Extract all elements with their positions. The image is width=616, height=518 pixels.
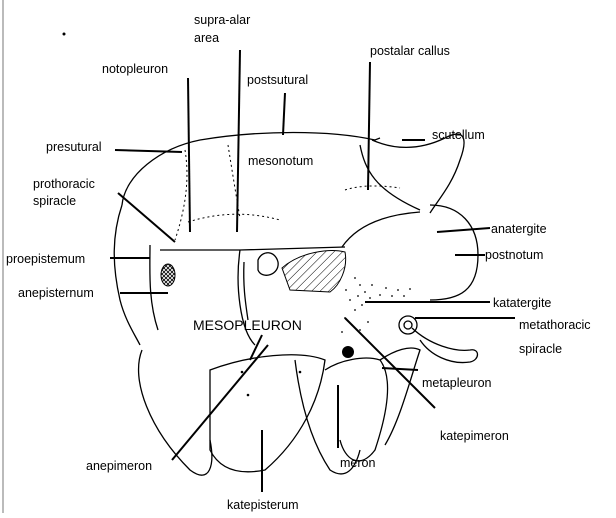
label-postalar-callus: postalar callus [370,44,450,58]
metapleuron-plate [380,348,420,445]
speck-dot [63,33,66,36]
proepisternum-line [150,245,158,330]
katepimeron-dot [342,346,354,358]
halter [412,328,478,363]
label-katepimeron: katepimeron [440,429,509,443]
meron-plate [325,358,388,461]
label-anatergite: anatergite [491,222,547,236]
label-prothoracic-1: prothoracic [33,177,95,191]
thorax-outline [114,133,478,476]
label-prothoracic-2: spiracle [33,194,76,208]
label-presutural: presutural [46,140,102,154]
leader-anepimeron [172,345,268,460]
label-katatergite: katatergite [493,296,551,310]
leader-katepimeron [345,318,435,408]
label-metapleuron: metapleuron [422,376,492,390]
notopleural-dotted [188,214,280,222]
leader-prothoracic [118,193,175,242]
leader-postsutural [283,93,285,135]
anterior-outline [114,205,140,345]
presutural-dotted [175,150,187,240]
label-metathoracic-2: spiracle [519,342,562,356]
stippling [241,277,411,396]
leader-anatergite [437,228,490,232]
label-anepimeron: anepimeron [86,459,152,473]
anepimeron-plate [210,355,325,472]
wing-base-edge [244,262,248,320]
label-anepisternum: anepisternum [18,286,94,300]
mesonotum-outline [122,133,380,206]
leader-metapleuron [382,368,418,370]
anatergite-line [342,212,420,247]
leader-presutural [115,150,182,152]
metathoracic-spiracle-inner [404,321,412,329]
label-postnotum: postnotum [485,248,543,262]
scutellum-outline [372,134,464,213]
label-supra-alar-2: area [194,31,219,45]
leader-notopleuron [188,78,190,232]
wing-base [258,253,278,276]
leader-mesopleuron [250,335,262,360]
label-mesopleuron: MESOPLEURON [193,317,302,333]
metathoracic-spiracle-ring [399,316,417,334]
label-katepisterum: katepisterum [227,498,299,512]
label-postsutural: postsutural [247,73,308,87]
label-meron: meron [340,456,375,470]
postnotum-outline [430,205,478,300]
label-scutellum: scutellum [432,128,485,142]
label-metathoracic-1: metathoracic [519,318,591,332]
scutellum-dotted [345,186,400,190]
label-proepisternum: proepistemum [6,252,85,266]
anepisternum-spot [161,264,175,286]
hatched-area [282,251,346,292]
label-supra-alar-1: supra-alar [194,13,250,27]
label-notopleuron: notopleuron [102,62,168,76]
pleural-suture [160,247,345,250]
label-mesonotum: mesonotum [248,154,313,168]
leader-supra-alar [237,50,240,232]
